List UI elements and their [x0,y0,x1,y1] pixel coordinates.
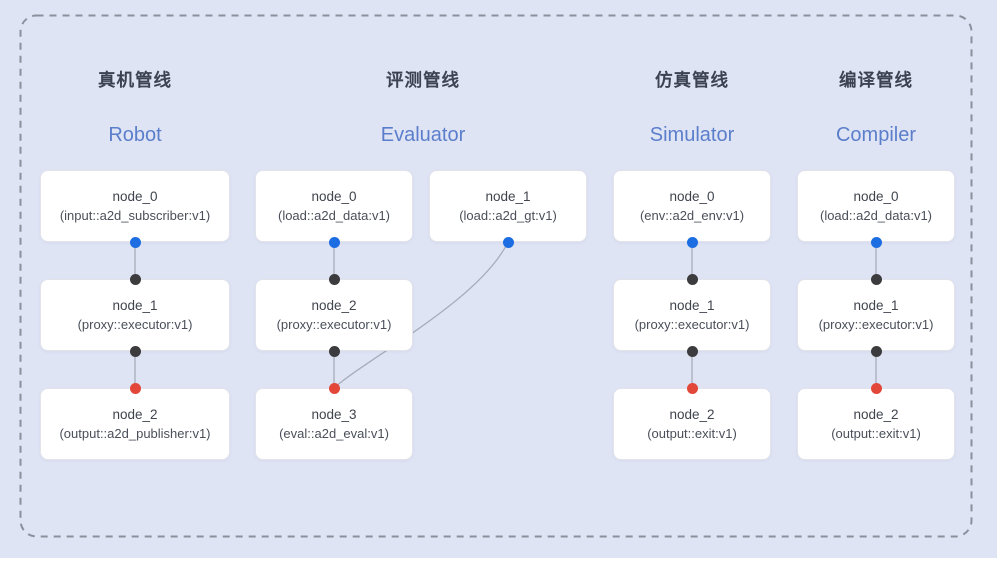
node-card-simulator-node2: node_2 (output::exit:v1) [613,388,771,460]
node-type: (output::a2d_publisher:v1) [59,426,211,441]
node-card-evaluator-node0: node_0 (load::a2d_data:v1) [255,170,413,242]
node-type: (proxy::executor:v1) [634,317,750,332]
node-name: node_2 [669,407,715,422]
input-port-dot [129,273,141,285]
pipeline-title-simulator-en: Simulator [649,124,735,146]
terminal-port-dot [870,382,882,394]
node-card-robot-node2: node_2 (output::a2d_publisher:v1) [40,388,230,460]
node-name: node_1 [669,298,715,313]
node-name: node_3 [311,407,357,422]
edge-eval-n1-n3-curve [333,241,509,389]
output-port-dot [129,345,141,357]
node-card-compiler-node1: node_1 (proxy::executor:v1) [797,279,955,351]
source-port-dot [129,236,141,248]
node-name: node_2 [853,407,899,422]
node-card-evaluator-node1: node_1 (load::a2d_gt:v1) [429,170,587,242]
node-name: node_1 [112,298,158,313]
pipeline-title-evaluator-en: Evaluator [380,124,466,146]
output-port-dot [686,345,698,357]
node-name: node_0 [853,189,899,204]
pipeline-title-evaluator-zh: 评测管线 [386,70,460,90]
node-card-compiler-node0: node_0 (load::a2d_data:v1) [797,170,955,242]
page-bottom-strip [0,558,997,563]
node-name: node_0 [112,189,158,204]
pipeline-title-compiler-en: Compiler [835,124,917,146]
node-card-simulator-node0: node_0 (env::a2d_env:v1) [613,170,771,242]
node-type: (proxy::executor:v1) [818,317,934,332]
source-port-dot [686,236,698,248]
source-port-dot [502,236,514,248]
pipeline-group-dashed-frame [19,14,973,538]
connector-group [134,241,877,389]
output-port-dot [328,345,340,357]
source-port-dot [870,236,882,248]
node-name: node_2 [311,298,357,313]
node-name: node_2 [112,407,158,422]
node-card-evaluator-node2: node_2 (proxy::executor:v1) [255,279,413,351]
node-type: (load::a2d_data:v1) [277,208,391,223]
source-port-dot [328,236,340,248]
pipeline-title-robot-en: Robot [108,124,162,146]
node-name: node_0 [669,189,715,204]
node-type: (env::a2d_env:v1) [639,208,745,223]
node-type: (load::a2d_gt:v1) [459,208,557,223]
pipeline-title-compiler-zh: 编译管线 [839,70,913,90]
node-type: (input::a2d_subscriber:v1) [59,208,211,223]
node-card-compiler-node2: node_2 (output::exit:v1) [797,388,955,460]
node-type: (load::a2d_data:v1) [819,208,933,223]
node-card-simulator-node1: node_1 (proxy::executor:v1) [613,279,771,351]
terminal-port-dot [328,382,340,394]
node-type: (eval::a2d_eval:v1) [279,426,389,441]
node-type: (output::exit:v1) [831,426,921,441]
input-port-dot [870,273,882,285]
input-port-dot [686,273,698,285]
node-name: node_1 [485,189,531,204]
node-card-robot-node1: node_1 (proxy::executor:v1) [40,279,230,351]
node-name: node_1 [853,298,899,313]
node-name: node_0 [311,189,357,204]
node-type: (output::exit:v1) [647,426,737,441]
output-port-dot [870,345,882,357]
pipeline-title-simulator-zh: 仿真管线 [655,70,729,90]
input-port-dot [328,273,340,285]
terminal-port-dot [129,382,141,394]
node-card-evaluator-node3: node_3 (eval::a2d_eval:v1) [255,388,413,460]
node-type: (proxy::executor:v1) [77,317,193,332]
pipeline-title-robot-zh: 真机管线 [98,70,172,90]
terminal-port-dot [686,382,698,394]
node-type: (proxy::executor:v1) [276,317,392,332]
node-card-robot-node0: node_0 (input::a2d_subscriber:v1) [40,170,230,242]
